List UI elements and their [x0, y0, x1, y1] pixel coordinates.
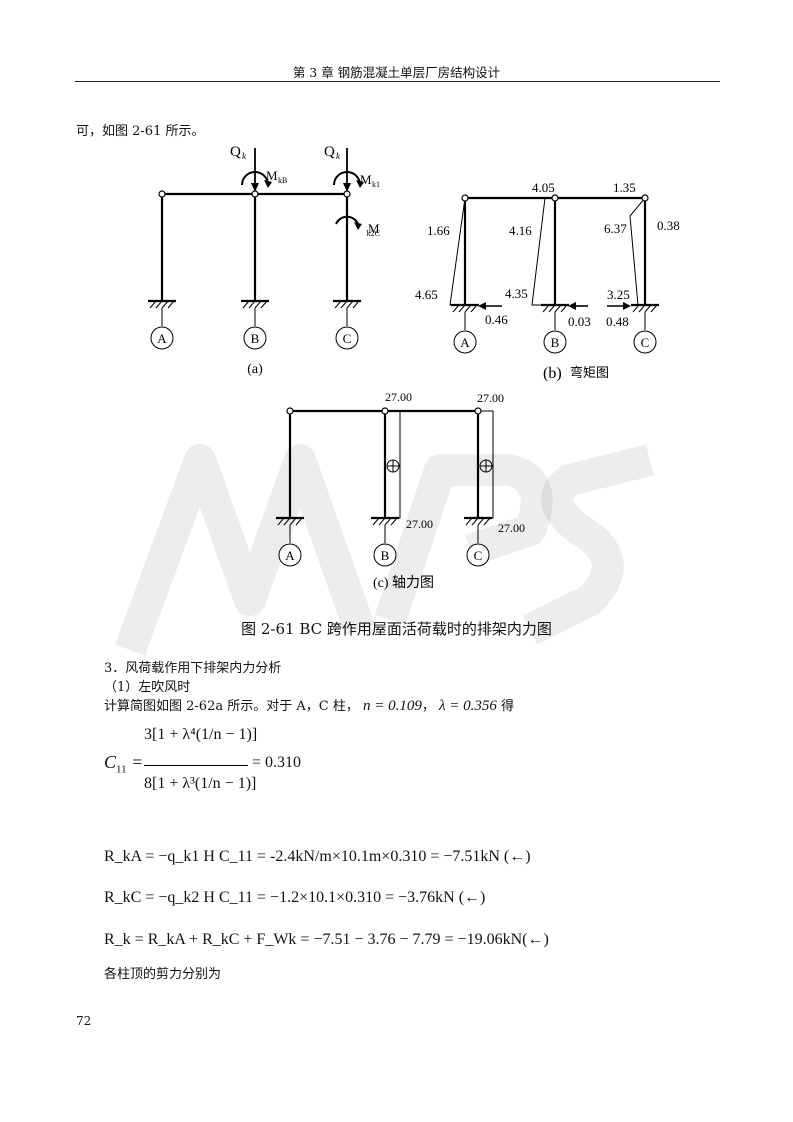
value-label: 0.38 — [657, 218, 680, 233]
c11-denominator: 8[1 + λ³(1/n − 1)] — [144, 775, 257, 792]
load-label-sub: k — [336, 151, 341, 161]
node-label-a: A — [460, 335, 470, 350]
load-label-q: Q — [230, 144, 241, 160]
figure-b-label: (b) — [543, 365, 562, 382]
value-label: 3.25 — [607, 287, 630, 302]
node-label-c: C — [641, 335, 650, 350]
section-intro: 计算简图如图 2-62a 所示。对于 A，C 柱， — [104, 699, 359, 714]
shear-label: 0.46 — [485, 312, 508, 327]
closing-text: 各柱顶的剪力分别为 — [104, 967, 222, 982]
c11-fraction-bar — [144, 765, 248, 766]
formula-rka: R_kA = −q_k1 H C_11 = -2.4kN/m×10.1m×0.3… — [104, 848, 531, 865]
page-number: 72 — [76, 1014, 92, 1028]
value-label: 1.35 — [613, 180, 636, 195]
figure-caption: 图 2-61 BC 跨作用屋面活荷载时的排架内力图 — [241, 620, 552, 638]
shear-label: 0.03 — [568, 314, 591, 329]
load-label-q: Q — [324, 144, 335, 160]
value-label: 27.00 — [477, 391, 504, 405]
value-label: 6.37 — [604, 221, 627, 236]
value-label: 4.05 — [532, 180, 555, 195]
moment-label-sub: k1C — [372, 180, 380, 189]
node-label-a: A — [285, 548, 295, 563]
moment-label-sub: kB — [278, 176, 287, 185]
formula-rkc: R_kC = −q_k2 H C_11 = −1.2×10.1×0.310 = … — [104, 889, 486, 906]
figure-b-title: 弯矩图 — [570, 365, 609, 380]
section-subtitle: （1）左吹风时 — [104, 680, 191, 695]
value-label: 27.00 — [498, 521, 525, 535]
section-de: 得 — [501, 699, 515, 714]
value-label: 27.00 — [406, 517, 433, 531]
c11-result: = 0.310 — [252, 754, 302, 771]
header-rule — [75, 81, 720, 82]
load-label-sub: k — [242, 151, 247, 161]
moment-label: M — [360, 172, 372, 187]
node-label-c: C — [474, 548, 483, 563]
c11-numerator: 3[1 + λ⁴(1/n − 1)] — [144, 726, 258, 743]
c11-lhs: C11 = — [104, 752, 144, 776]
running-header: 第 3 章 钢筋混凝土单层厂房结构设计 — [292, 65, 501, 80]
figure-a-frame: A B C Q k Q k M kB M k1C M k2C (a) — [148, 144, 380, 377]
moment-label: M — [368, 221, 380, 236]
value-label: 27.00 — [385, 390, 412, 404]
node-label-b: B — [251, 331, 260, 346]
n-equation: n = 0.109 — [362, 698, 422, 714]
node-label-b: B — [551, 335, 560, 350]
value-label: 1.66 — [427, 223, 450, 238]
shear-label: 0.48 — [606, 314, 629, 329]
watermark-logo — [114, 444, 654, 656]
moment-label-sub: k2C — [367, 229, 380, 238]
intro-text: 可，如图 2-61 所示。 — [76, 124, 205, 139]
node-label-b: B — [381, 548, 390, 563]
formula-rk: R_k = R_kA + R_kC + F_Wk = −7.51 − 3.76 … — [104, 931, 549, 948]
figure-c-axial-diagram: A B C 27.00 27.00 27.00 27.00 (c) 轴力图 — [276, 390, 525, 591]
section-intro-line: 计算简图如图 2-62a 所示。对于 A，C 柱， n = 0.109， λ =… — [104, 698, 515, 714]
node-label-c: C — [343, 331, 352, 346]
node-label-a: A — [157, 331, 167, 346]
value-label: 4.65 — [415, 287, 438, 302]
figure-c-label: (c) 轴力图 — [373, 575, 434, 591]
lambda-equation: λ = 0.356 — [438, 698, 497, 714]
section-title: 3．风荷载作用下排架内力分析 — [104, 661, 282, 676]
value-label: 4.35 — [505, 286, 528, 301]
value-label: 4.16 — [509, 223, 532, 238]
moment-label: M — [266, 168, 278, 183]
figure-a-label: (a) — [247, 362, 263, 377]
figure-b-moment-diagram: A B C 4.05 1.35 1.66 4.16 6.37 0.38 4.65… — [415, 180, 680, 382]
